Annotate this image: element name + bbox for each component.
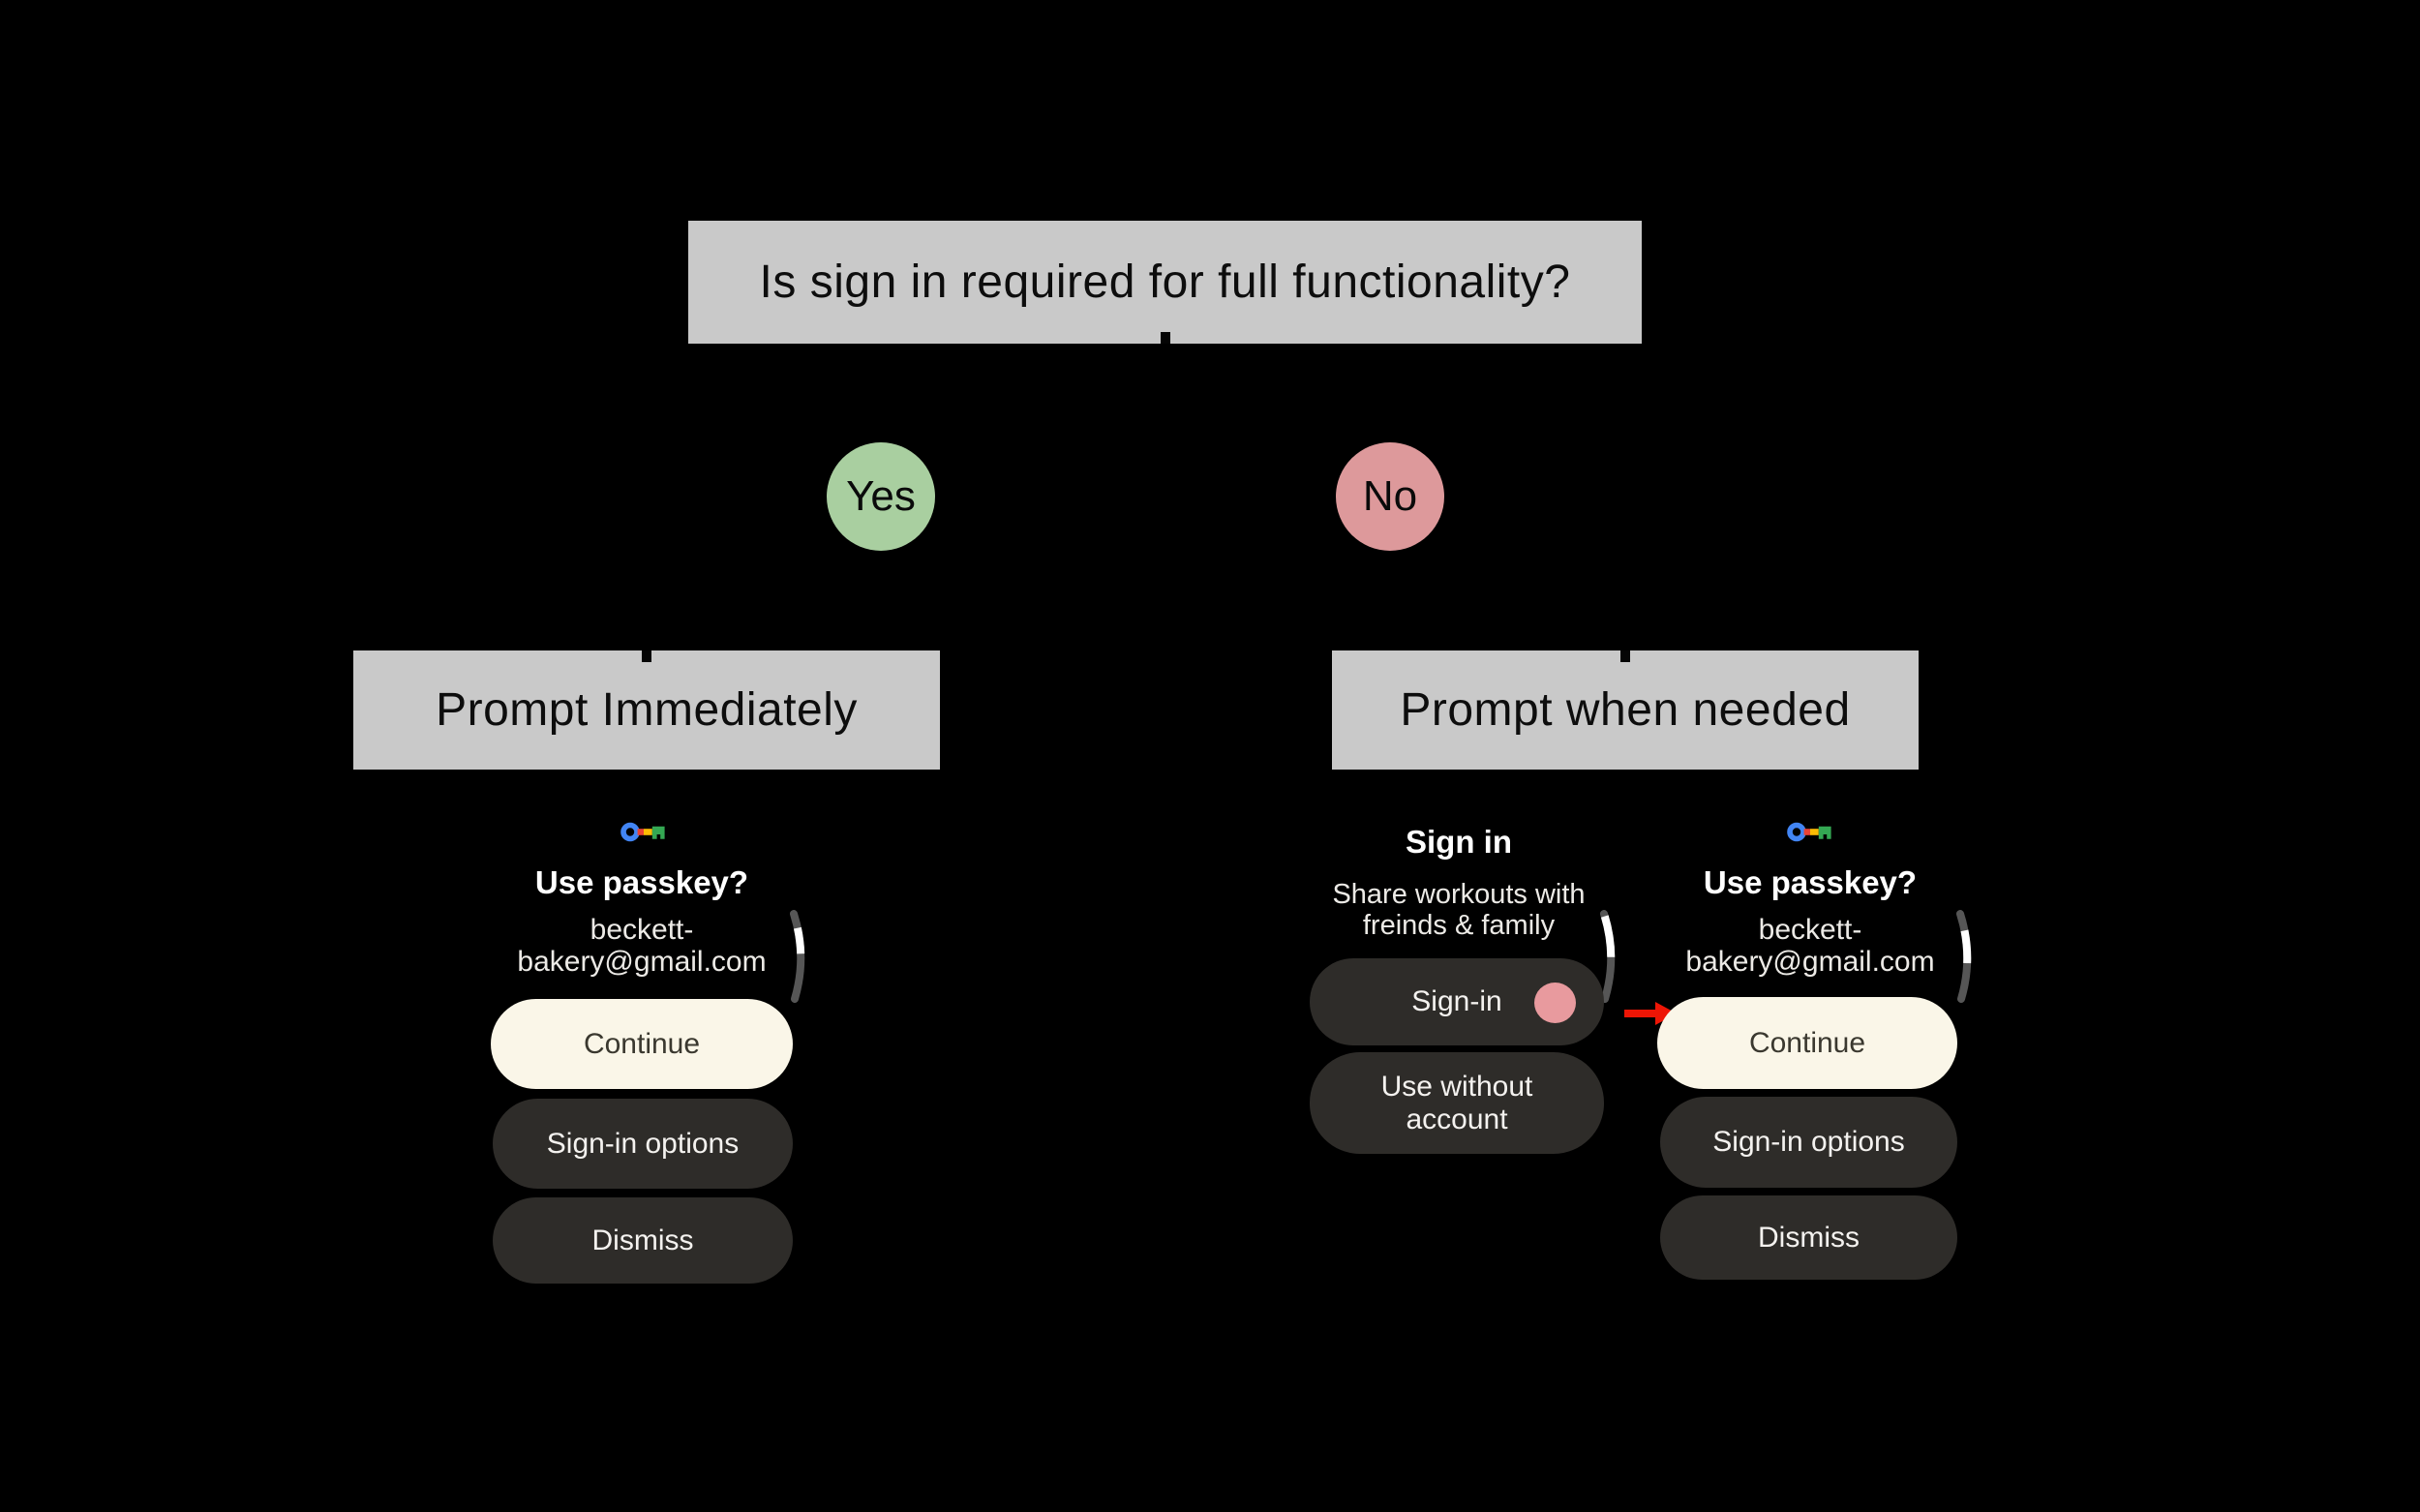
watch-screen-passkey-right: Use passkey? beckett- bakery@gmail.com C… — [1650, 794, 1972, 1316]
scroll-indicator[interactable] — [1599, 910, 1622, 1003]
scroll-indicator[interactable] — [789, 910, 812, 1003]
use-without-account-button[interactable]: Use without account — [1310, 1052, 1604, 1154]
watch-screen-passkey-left: Use passkey? beckett- bakery@gmail.com C… — [439, 794, 845, 1316]
dismiss-button[interactable]: Dismiss — [493, 1197, 793, 1284]
sign-in-button[interactable]: Sign-in — [1310, 958, 1604, 1045]
account-email: beckett- bakery@gmail.com — [439, 914, 845, 978]
connector-stub — [1620, 650, 1630, 662]
no-label: No — [1362, 472, 1418, 520]
prompt-when-needed-box: Prompt when needed — [1332, 650, 1919, 770]
yes-label: Yes — [846, 472, 916, 520]
prompt-when-needed-text: Prompt when needed — [1400, 684, 1851, 736]
connector-stub — [642, 650, 651, 662]
no-node: No — [1336, 442, 1444, 551]
account-email-line2: bakery@gmail.com — [1685, 946, 1935, 978]
continue-button[interactable]: Continue — [1657, 997, 1957, 1089]
dismiss-button[interactable]: Dismiss — [1660, 1195, 1957, 1280]
passkey-heading: Use passkey? — [1703, 864, 1918, 900]
sign-in-options-button[interactable]: Sign-in options — [493, 1099, 793, 1189]
sign-in-options-button[interactable]: Sign-in options — [1660, 1097, 1957, 1188]
signin-description: Share workouts with freinds & family — [1299, 879, 1618, 941]
sign-in-button-label: Sign-in — [1411, 985, 1502, 1017]
prompt-immediately-box: Prompt Immediately — [353, 650, 940, 770]
question-text: Is sign in required for full functionali… — [759, 257, 1571, 308]
signin-heading: Sign in — [1406, 824, 1512, 860]
account-email: beckett- bakery@gmail.com — [1650, 914, 1970, 978]
prompt-immediately-text: Prompt Immediately — [436, 684, 858, 736]
scroll-indicator[interactable] — [1955, 910, 1979, 1003]
yes-node: Yes — [827, 442, 935, 551]
question-box: Is sign in required for full functionali… — [688, 221, 1642, 344]
account-email-line1: beckett- — [1758, 914, 1862, 946]
continue-button[interactable]: Continue — [491, 999, 793, 1089]
tap-indicator-dot — [1534, 983, 1576, 1023]
signin-description-line1: Share workouts with — [1332, 879, 1586, 910]
account-email-line2: bakery@gmail.com — [517, 946, 767, 978]
passkey-key-icon — [620, 822, 665, 842]
signin-description-line2: freinds & family — [1362, 910, 1556, 941]
watch-screen-signin: Sign in Share workouts with freinds & fa… — [1299, 794, 1618, 1162]
connector-stub — [1160, 332, 1170, 344]
passkey-heading: Use passkey? — [534, 864, 749, 900]
account-email-line1: beckett- — [590, 914, 694, 946]
passkey-key-icon — [1787, 822, 1831, 842]
